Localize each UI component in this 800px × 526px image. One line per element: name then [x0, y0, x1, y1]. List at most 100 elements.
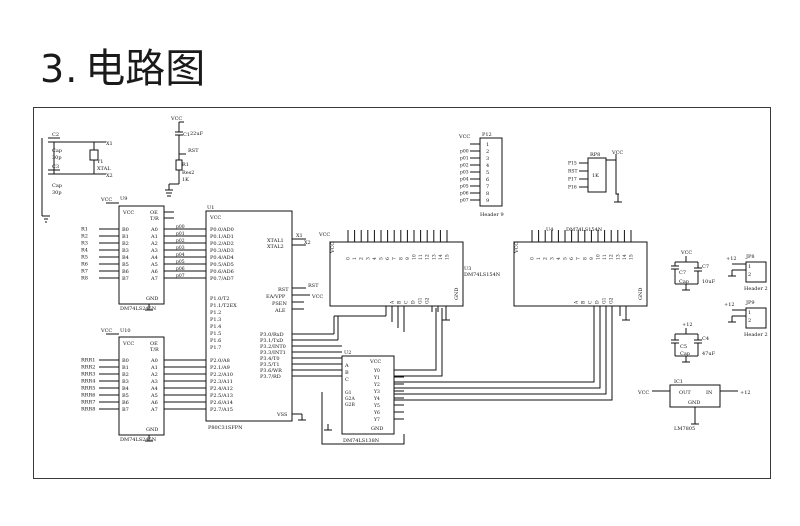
u3-bottom-pin: A [390, 300, 396, 305]
u1-p2-pin: P2.0/A8 [210, 358, 230, 364]
jp9-pin1: 1 [748, 310, 751, 316]
u3-top-pin: 14 [438, 254, 444, 260]
jp8-name: JP8 [745, 254, 755, 260]
u9-tr-pin: T/R [150, 216, 159, 222]
u9-a-pin: A7 [150, 276, 158, 282]
u10-b-pin: B6 [122, 400, 129, 406]
c7-cap: VCC C7 C7 Cap 10uF [671, 250, 716, 291]
decoder-74ls138: U2 VCC GND DM74LS138N ABCG1G2AG2BY0Y1Y2Y… [321, 350, 405, 445]
u9-oe-pin: OE [150, 210, 158, 216]
u9-part: DM74LS245N [120, 306, 157, 312]
u1-rst-net: RST [308, 283, 319, 289]
c2-label: C2 [52, 132, 59, 138]
page-title: 3 . 电路图 [40, 36, 205, 92]
u4-top-pin: 2 [543, 257, 549, 260]
c7-name: C7 [679, 270, 686, 276]
u9-net-label: p05 [176, 259, 185, 265]
u1-p3-pin: P3.1/TxD [260, 338, 283, 344]
rp8-name: RP8 [590, 152, 600, 158]
u9-a-pin: A0 [150, 227, 158, 233]
rp8-net-label: RST [568, 169, 577, 175]
u9-a-pin: A4 [150, 255, 158, 261]
u3-bottom-pin: B [397, 300, 403, 304]
u2-part: DM74LS138N [343, 438, 380, 444]
u1-p0-pin: P0.3/AD3 [210, 248, 234, 254]
u2-input-pin: A [344, 363, 349, 369]
p12-part: Header 9 [480, 212, 504, 218]
u1-name: U1 [207, 205, 214, 211]
u1-part: P80C31SFPN [208, 425, 243, 431]
u3-bottom-pin: C [404, 300, 410, 304]
u1-p0-pin: P0.6/AD6 [210, 269, 234, 275]
schematic-frame: C2 Cap 30p C3 Cap 30p X1 X2 Y1 XTAL VCC … [33, 107, 771, 479]
u9-a-pin: A2 [150, 241, 158, 247]
u9-net-label: p02 [176, 238, 185, 244]
u10-b-pin: B1 [122, 365, 129, 371]
jp8-pin1: 1 [748, 264, 751, 270]
u10-b-pin: B7 [122, 407, 129, 413]
u4-top-pin: 3 [549, 257, 555, 260]
u1-p1-pin: P1.4 [210, 324, 221, 330]
u1-p0-pin: P0.2/AD2 [210, 241, 234, 247]
p12-net-label: p01 [460, 156, 469, 162]
u9-a-pin: A6 [150, 269, 158, 275]
u3-top-pin: 3 [365, 257, 371, 260]
jp9-name: JP9 [745, 300, 755, 306]
u3-top-pin: 0 [346, 257, 352, 260]
rp8-net-label: P15 [568, 161, 577, 167]
u3-top-pin: 7 [392, 257, 398, 260]
u1-p2-pin: P2.1/A9 [210, 365, 230, 371]
u3-body [329, 241, 464, 307]
u10-a-pin: A2 [150, 372, 158, 378]
u3-name: U3 [464, 266, 471, 272]
u4-gnd-pin: GND [638, 288, 644, 300]
u2-vcc-pin: VCC [369, 359, 381, 365]
u4-top-pin: 4 [556, 257, 562, 260]
u1-p2-pin: P2.3/A11 [210, 379, 233, 385]
u3-bottom-pin: G1 [418, 297, 424, 304]
p12-pin-number: 3 [486, 156, 489, 162]
u1-right-vcc: VCC [318, 232, 330, 238]
p12-pin-number: 4 [486, 163, 489, 169]
u9-b-pin: B5 [122, 262, 129, 268]
u1-vss-pin: VSS [276, 412, 288, 418]
u1-p3-pin: P3.3/INT1 [260, 350, 286, 356]
u4-bottom-pin: A [574, 300, 580, 305]
u4-top-pin: 5 [563, 257, 569, 260]
u1-p1-pin: P1.2 [210, 310, 221, 316]
u2-enable-pin: G1 [345, 390, 352, 396]
u3-top-pin: 13 [431, 254, 437, 260]
jp-headers: +12 +12 JP8 JP9 1 2 1 2 Header 2 Header … [724, 254, 768, 338]
u1-p3-pin: P3.7/RD [260, 374, 281, 380]
section-number: 3 [40, 47, 65, 91]
p12-net-label: p00 [460, 149, 469, 155]
u4-bottom-pin: B [581, 300, 587, 304]
u10-in-label: RRR2 [81, 365, 95, 371]
u10-a-pin: A4 [150, 386, 158, 392]
u2-output-pin: Y2 [373, 382, 380, 388]
regulator-lm7805: VCC +12 IC1 OUT IN GND LM7805 [637, 379, 751, 432]
u1-p1-pin: P1.3 [210, 317, 221, 323]
jp9-type: Header 2 [744, 332, 768, 338]
u9-b-pin: B6 [122, 269, 129, 275]
u9-net-label: p04 [176, 252, 185, 258]
u10-in-label: RRR8 [81, 407, 95, 413]
u1-p3-pin: P3.6/WR [260, 368, 282, 374]
u2-output-pin: Y7 [373, 417, 380, 423]
u9-a-pin: A3 [150, 248, 158, 254]
u1-ale: ALE [274, 308, 286, 314]
p12-pin-number: 9 [486, 198, 489, 204]
c4-value: 47uF [702, 351, 716, 357]
u4-bottom-pin: G1 [602, 297, 608, 304]
u4-top-pin: 1 [536, 257, 542, 260]
u4-top-pin: 13 [615, 254, 621, 260]
p12-net-label: p04 [460, 177, 469, 183]
u1-p2-pin: P2.5/A13 [210, 393, 233, 399]
u9-gnd-pin: GND [146, 296, 158, 302]
u4-bottom-pin: D [595, 300, 601, 304]
u2-output-pin: Y5 [373, 403, 380, 409]
